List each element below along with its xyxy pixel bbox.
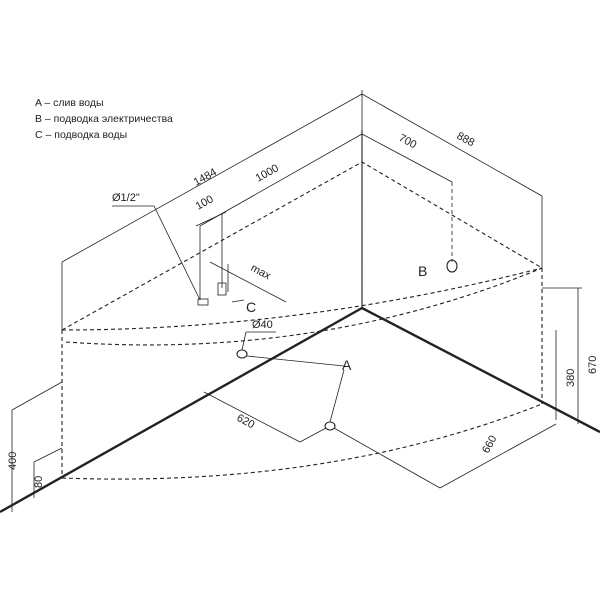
pipe-diameter: Ø1/2" bbox=[112, 192, 140, 204]
base-front-arc bbox=[61, 403, 543, 480]
dim-888-line bbox=[361, 93, 543, 197]
drain-hole-1 bbox=[236, 349, 248, 359]
dim-670: 670 bbox=[587, 356, 599, 374]
dim-660-ext bbox=[439, 423, 557, 489]
c-leader bbox=[231, 299, 245, 303]
dim-left-wall: 1484 1000 bbox=[61, 90, 363, 330]
dim-left-heights: 400 80 bbox=[7, 381, 63, 512]
callout-b: B bbox=[418, 263, 427, 279]
dim-1484: 1484 bbox=[192, 166, 219, 188]
electric-b: B bbox=[418, 259, 458, 279]
dim-100-line bbox=[195, 211, 227, 227]
pipe-leader bbox=[112, 205, 201, 301]
callout-a: A bbox=[342, 357, 352, 373]
dim-right-heights: 380 670 bbox=[542, 287, 599, 424]
dim-660-line bbox=[333, 427, 441, 489]
dim-660: 660 bbox=[480, 434, 499, 456]
floor-left-edge bbox=[0, 306, 363, 514]
legend: A – слив воды B – подводка электричества… bbox=[35, 97, 173, 141]
floor-right-edge bbox=[361, 306, 600, 434]
legend-c: C – подводка воды bbox=[35, 129, 127, 141]
dim-right-wall: 888 700 bbox=[361, 93, 543, 268]
dim-1000: 1000 bbox=[254, 162, 281, 184]
dim-80: 80 bbox=[33, 476, 45, 488]
dim-700: 700 bbox=[397, 132, 419, 151]
pipe-connector bbox=[197, 298, 209, 306]
dim-660-group: 660 bbox=[333, 423, 557, 489]
drain-leader-vertical bbox=[241, 331, 247, 351]
dim-620-group: 620 bbox=[203, 391, 327, 443]
dim-620-ext bbox=[299, 427, 327, 443]
dim-80-top-ext bbox=[33, 447, 63, 463]
dim-620: 620 bbox=[235, 412, 257, 431]
callout-c: C bbox=[246, 299, 256, 315]
drain-a: Ø40 A bbox=[236, 319, 352, 431]
dim-700-line bbox=[361, 133, 453, 183]
rim-front-arc-top bbox=[61, 267, 543, 331]
dim-620-line bbox=[203, 391, 301, 443]
a-leader-2 bbox=[329, 369, 345, 423]
rim-front-arc-upper bbox=[65, 267, 543, 346]
drain-diameter: Ø40 bbox=[252, 319, 273, 331]
bathtub-outline bbox=[61, 161, 543, 480]
legend-a: A – слив воды bbox=[35, 97, 104, 109]
dim-100: 100 bbox=[194, 193, 216, 212]
dim-water-supply: 100 max C bbox=[194, 193, 287, 315]
dim-400: 400 bbox=[7, 452, 19, 470]
a-leader-1 bbox=[246, 355, 345, 367]
dim-1000-line bbox=[199, 133, 363, 227]
valve-fitting bbox=[217, 282, 227, 296]
dim-1484-line bbox=[61, 93, 363, 263]
rim-top-walls bbox=[61, 161, 543, 331]
dim-max: max bbox=[249, 262, 273, 283]
floor-corner bbox=[0, 130, 600, 514]
dim-max-line bbox=[209, 261, 287, 303]
electric-outlet bbox=[446, 259, 458, 273]
drain-hole-2 bbox=[324, 421, 336, 431]
legend-b: B – подводка электричества bbox=[35, 113, 173, 125]
pipe-label: Ø1/2" bbox=[112, 192, 209, 306]
dim-400-top-ext bbox=[11, 381, 63, 411]
dim-380: 380 bbox=[565, 369, 577, 387]
dim-888: 888 bbox=[455, 130, 477, 149]
